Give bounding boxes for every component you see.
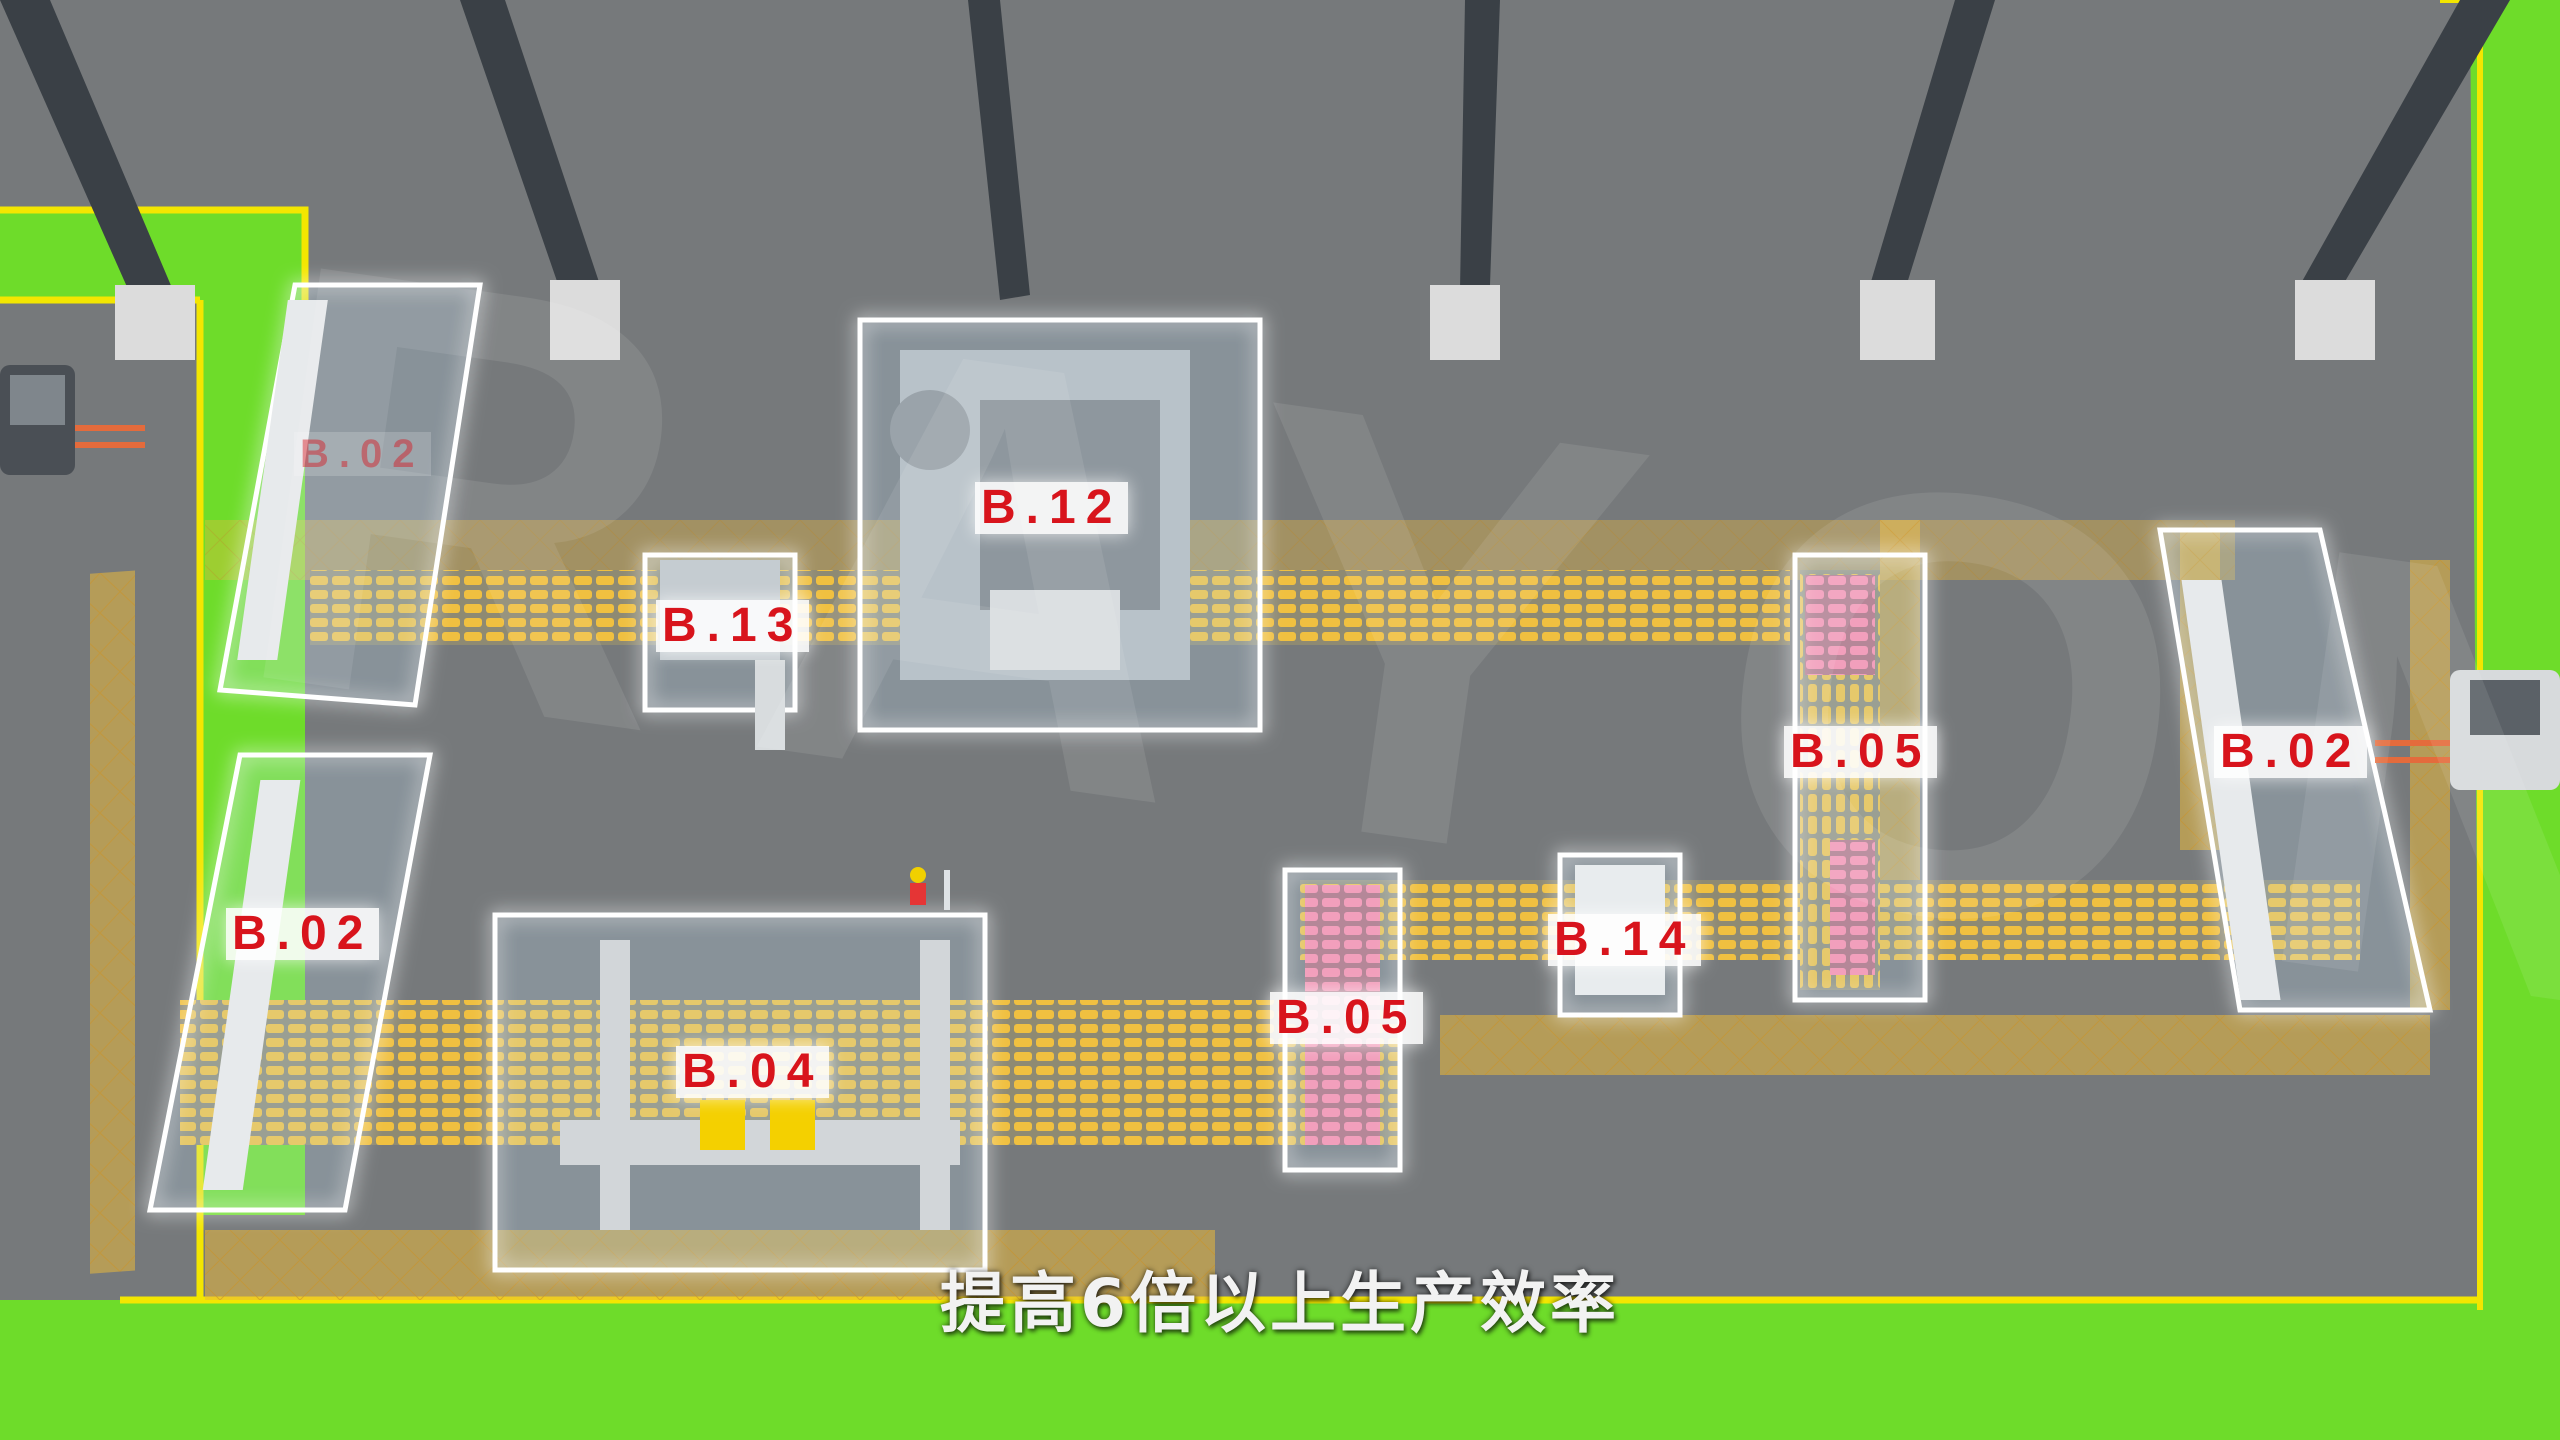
column	[968, 0, 1030, 300]
station-label-b14[interactable]: B.14	[1548, 914, 1702, 966]
yellow-tote	[700, 1100, 815, 1150]
forklift-icon	[2375, 670, 2560, 790]
column	[0, 0, 195, 360]
column	[2295, 0, 2510, 360]
station-label-b13[interactable]: B.13	[656, 600, 810, 652]
station-label-b02-top-left[interactable]: B.02	[294, 432, 431, 476]
column	[1430, 0, 1500, 360]
station-label-b02-left[interactable]: B.02	[226, 908, 380, 960]
b13-machine	[660, 560, 785, 750]
building-columns	[0, 0, 2510, 360]
robot-gantry	[202, 300, 2281, 1230]
forklift-icon	[0, 365, 145, 475]
subtitle-caption: 提高6倍以上生产效率	[940, 1265, 1620, 1342]
column	[1860, 0, 1995, 360]
station-label-b12[interactable]: B.12	[975, 482, 1129, 534]
station-label-b02-right[interactable]: B.02	[2214, 726, 2368, 778]
column	[460, 0, 620, 360]
worker-icon	[910, 867, 950, 910]
station-label-b05-right[interactable]: B.05	[1784, 726, 1938, 778]
station-label-b04[interactable]: B.04	[676, 1046, 830, 1098]
station-label-b05-mid[interactable]: B.05	[1270, 992, 1424, 1044]
